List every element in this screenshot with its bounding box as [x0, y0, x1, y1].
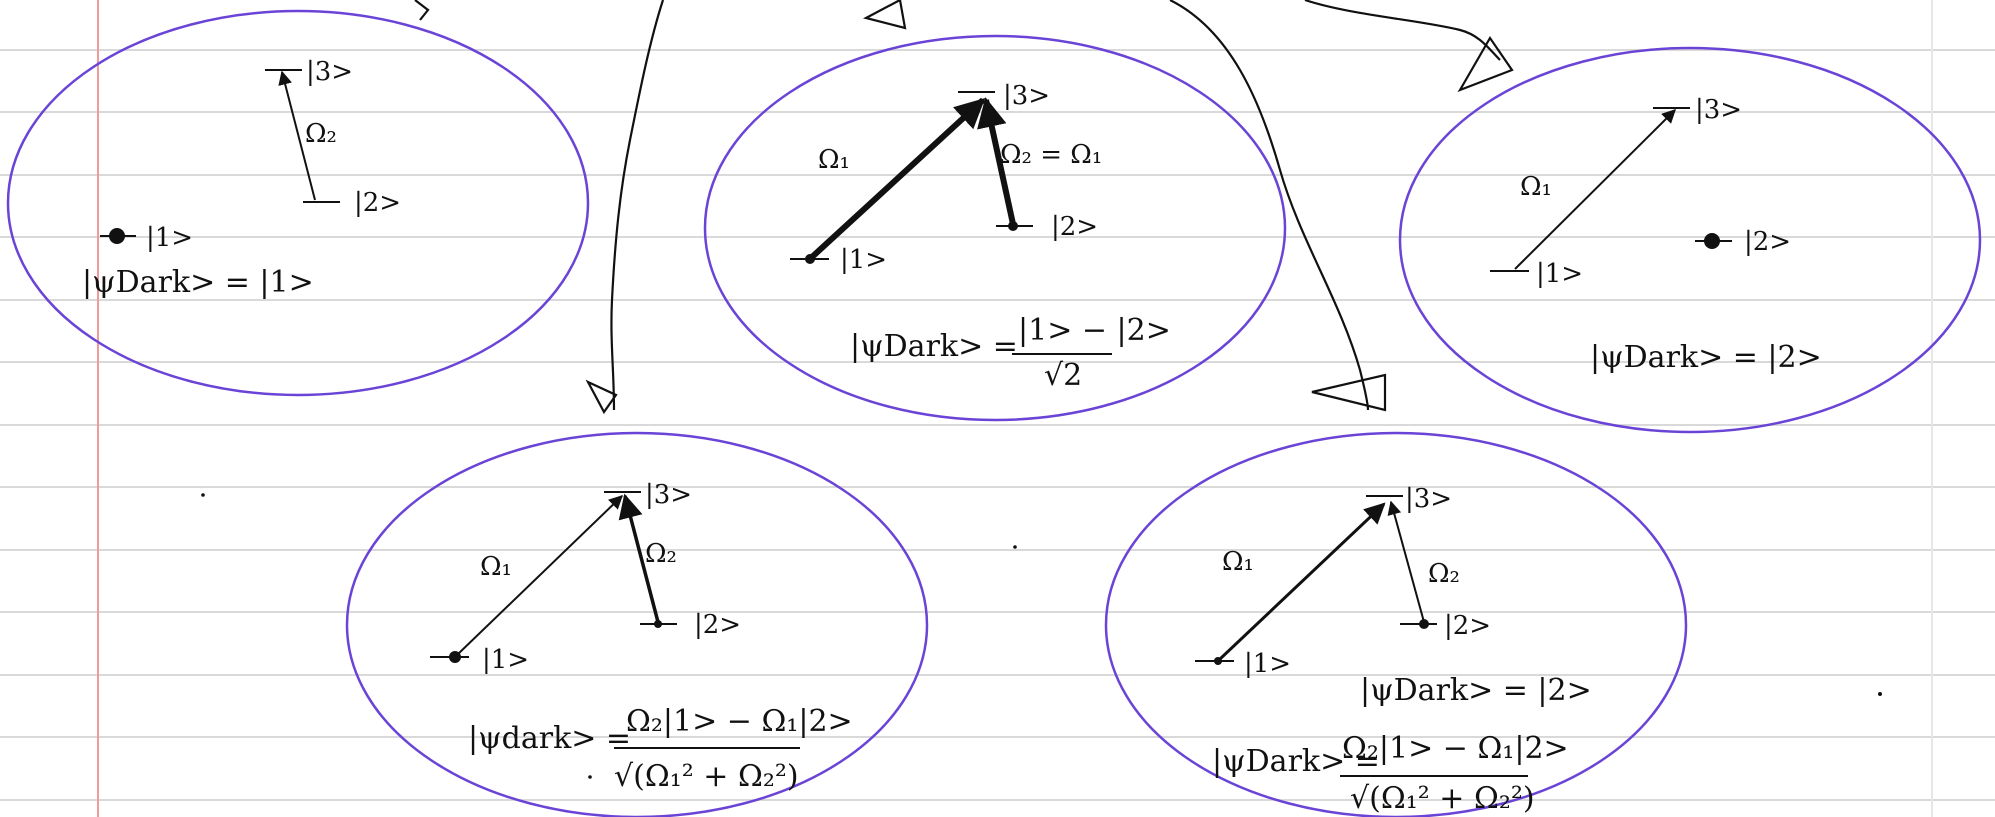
ket-3-label: |3>: [645, 480, 692, 510]
transition-arrow-1-3: [1514, 109, 1676, 270]
dark-state-lhs: |ψdark> =: [468, 721, 631, 756]
omega1-label: Ω₁: [480, 552, 512, 582]
dark-state-lhs: |ψDark> =: [1212, 744, 1380, 779]
dark-state-equation: |ψDark> = |1>: [82, 265, 314, 300]
ket-2-label: |2>: [1444, 611, 1491, 641]
panel-ellipse: [345, 431, 929, 817]
arrow-to-bottom-left: [610, 0, 665, 411]
ket-3-label: |3>: [1695, 95, 1742, 125]
ket-2-label: |2>: [694, 610, 741, 640]
ket-1-label: |1>: [1244, 649, 1291, 679]
ket-1-label: |1>: [840, 245, 887, 275]
transition-arrow-2-3: [1387, 500, 1425, 623]
ket-3-label: |3>: [306, 57, 353, 87]
dark-state-numerator: |1> − |2>: [1018, 313, 1171, 348]
panel-ellipse: [1398, 46, 1982, 434]
transition-arrows: [414, 0, 1514, 415]
transition-arrow-2-3: [278, 70, 316, 201]
dark-state-denominator: √(Ω₁² + Ω₂²): [1350, 781, 1535, 816]
transition-arrow-1-3: [456, 495, 624, 656]
level-2-dot: [654, 620, 662, 628]
omega1-label: Ω₁: [1222, 547, 1254, 577]
panel-top-middle: |3> |2> |1> Ω₁ Ω₂ = Ω₁ |ψDark> = |1> − |…: [703, 34, 1287, 422]
panel-ellipse: [1104, 431, 1688, 817]
dark-state-numerator: Ω₂|1> − Ω₁|2>: [626, 704, 853, 739]
panel-ellipse: [6, 9, 590, 397]
arrow-to-top-right: [1304, 0, 1501, 61]
omega2-label: Ω₂: [645, 539, 677, 569]
dark-state-simple: |ψDark> = |2>: [1360, 673, 1592, 708]
transition-arrow-2-3: [977, 97, 1016, 225]
stray-dots: [201, 493, 1882, 779]
population-dot: [1704, 233, 1720, 249]
ket-2-label: |2>: [354, 188, 401, 218]
level-2-dot: [1419, 619, 1429, 629]
arrow-head-top-right: [1457, 35, 1514, 93]
ket-1-label: |1>: [1536, 259, 1583, 289]
transition-arrow-1-3: [1218, 502, 1386, 661]
arrow-to-bottom-right: [1169, 0, 1370, 411]
dark-state-equation: |ψDark> = |2>: [1590, 340, 1822, 375]
ket-3-label: |3>: [1003, 81, 1050, 111]
ket-2-label: |2>: [1744, 227, 1791, 257]
omega-equal-label: Ω₂ = Ω₁: [1000, 140, 1102, 170]
population-dot: [109, 228, 125, 244]
arrow-head-bottom-left: [585, 379, 618, 415]
dark-state-numerator: Ω₂|1> − Ω₁|2>: [1342, 731, 1569, 766]
omega2-label: Ω₂: [1428, 559, 1460, 589]
panel-top-right: |3> |2> |1> Ω₁ |ψDark> = |2>: [1398, 46, 1982, 434]
transition-arrow-2-3: [618, 493, 660, 623]
arrow-head-top-middle: [862, 0, 907, 30]
panel-bottom-left: |3> |2> |1> Ω₁ Ω₂ |ψdark> = Ω₂|1> − Ω₁|2…: [345, 431, 929, 817]
ket-1-label: |1>: [146, 223, 193, 253]
omega2-label: Ω₂: [305, 119, 337, 149]
dark-state-lhs: |ψDark> =: [850, 329, 1018, 364]
panel-bottom-right: |3> |2> |1> Ω₁ Ω₂ |ψDark> = |2> |ψDark> …: [1104, 431, 1688, 817]
arrow-head-bottom-right: [1311, 373, 1387, 412]
panel-ellipse: [703, 34, 1287, 422]
dark-state-denominator: √(Ω₁² + Ω₂²): [614, 759, 799, 794]
arrow-head-top-left: [414, 0, 430, 21]
omega1-label: Ω₁: [818, 145, 850, 175]
dark-state-denominator: √2: [1044, 358, 1082, 393]
panel-top-left: |3> |2> |1> Ω₂ |ψDark> = |1>: [6, 9, 590, 397]
ket-3-label: |3>: [1405, 484, 1452, 514]
transition-arrow-1-3: [809, 97, 986, 260]
omega1-label: Ω₁: [1520, 172, 1552, 202]
ket-2-label: |2>: [1051, 212, 1098, 242]
ket-1-label: |1>: [482, 645, 529, 675]
